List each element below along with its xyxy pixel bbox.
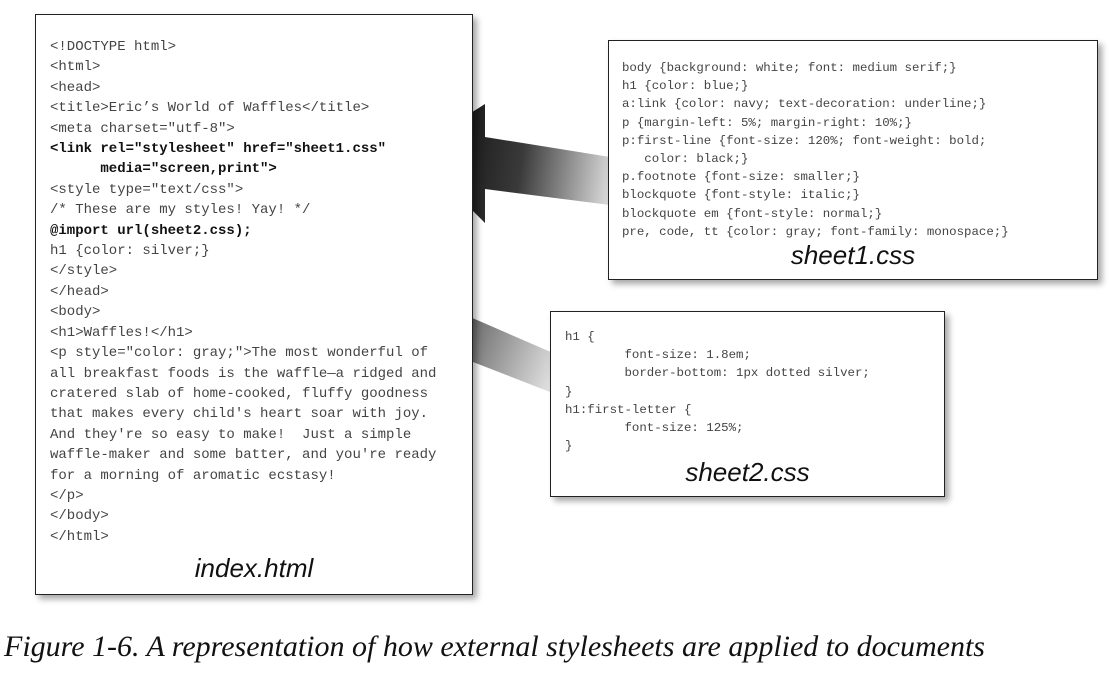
sheet1-code-line: a:link {color: navy; text-decoration: un… bbox=[622, 97, 987, 112]
sheet2-code-line: } bbox=[565, 439, 573, 454]
sheet1-css-code: body {background: white; font: medium se… bbox=[622, 59, 1009, 241]
index-code-line: <!DOCTYPE html> bbox=[50, 39, 177, 55]
index-code-line: <h1>Waffles!</h1> bbox=[50, 324, 193, 341]
index-code-line: And they're so easy to make! Just a simp… bbox=[50, 426, 412, 443]
sheet1-code-line: blockquote em {font-style: normal;} bbox=[622, 206, 883, 221]
sheet1-code-line: p {margin-left: 5%; margin-right: 10%;} bbox=[622, 115, 912, 130]
index-code-line: </p> bbox=[50, 487, 84, 504]
sheet2-code-line: } bbox=[565, 384, 573, 399]
index-code-line: <title>Eric’s World of Waffles</title> bbox=[50, 100, 370, 117]
sheet1-code-line: color: black;} bbox=[622, 152, 749, 167]
figure-caption: Figure 1-6. A representation of how exte… bbox=[4, 630, 985, 663]
index-code-line: <body> bbox=[50, 304, 101, 321]
sheet1-css-label: sheet1.css bbox=[790, 240, 916, 270]
index-code-line: <meta charset="utf-8"> bbox=[50, 120, 235, 137]
sheet1-code-line: p.footnote {font-size: smaller;} bbox=[622, 170, 860, 185]
index-code-line: </html> bbox=[50, 528, 109, 545]
sheet2-code-line: font-size: 125%; bbox=[565, 421, 744, 436]
index-code-line: for a morning of aromatic ecstasy! bbox=[50, 467, 336, 484]
sheet1-code-line: pre, code, tt {color: gray; font-family:… bbox=[622, 224, 1009, 239]
sheet2-code-line: border-bottom: 1px dotted silver; bbox=[565, 366, 870, 381]
index-code-line: /* These are my styles! Yay! */ bbox=[50, 202, 311, 219]
index-code-line: </head> bbox=[50, 283, 109, 300]
index-code-line: media="screen,print"> bbox=[50, 161, 277, 178]
sheet1-css-document: body {background: white; font: medium se… bbox=[608, 40, 1098, 280]
sheet1-code-line: body {background: white; font: medium se… bbox=[622, 61, 957, 75]
index-html-code: <!DOCTYPE html> <html> <head> <title>Eric’s… bbox=[50, 37, 436, 547]
index-code-line: </style> bbox=[50, 263, 118, 280]
index-html-label: index.html bbox=[194, 553, 314, 583]
sheet2-css-label: sheet2.css bbox=[685, 457, 810, 487]
index-code-line: all breakfast foods is the waffle—a ridg… bbox=[50, 365, 437, 382]
index-code-line: waffle-maker and some batter, and you're… bbox=[50, 447, 437, 464]
sheet1-code-line: p:first-line {font-size: 120%; font-weig… bbox=[622, 133, 987, 148]
sheet2-css-code: h1 { font-size: 1.8em; border-bottom: 1p… bbox=[565, 328, 870, 455]
sheet1-code-line: h1 {color: blue;} bbox=[622, 79, 749, 94]
index-code-line: cratered slab of home-cooked, fluffy goo… bbox=[50, 385, 429, 402]
index-code-line: <html> bbox=[50, 59, 101, 76]
sheet2-code-line: font-size: 1.8em; bbox=[565, 348, 751, 363]
sheet2-code-line: h1:first-letter { bbox=[565, 402, 692, 417]
index-code-line: </body> bbox=[50, 508, 109, 525]
index-code-line: h1 {color: silver;} bbox=[50, 243, 210, 260]
sheet1-code-line: blockquote {font-style: italic;} bbox=[622, 188, 860, 203]
sheet2-css-document: h1 { font-size: 1.8em; border-bottom: 1p… bbox=[550, 311, 945, 497]
index-code-line: that makes every child's heart soar with… bbox=[50, 406, 429, 423]
index-code-line: <head> bbox=[50, 79, 101, 96]
index-code-line: @import url(sheet2.css); bbox=[50, 222, 252, 239]
sheet2-code-line: h1 { bbox=[565, 330, 595, 344]
index-html-document: <!DOCTYPE html> <html> <head> <title>Eric’s… bbox=[35, 14, 473, 595]
index-code-line: <p style="color: gray;">The most wonderf… bbox=[50, 345, 429, 362]
index-code-line: <link rel="stylesheet" href="sheet1.css" bbox=[50, 141, 387, 158]
index-code-line: <style type="text/css"> bbox=[50, 181, 244, 198]
